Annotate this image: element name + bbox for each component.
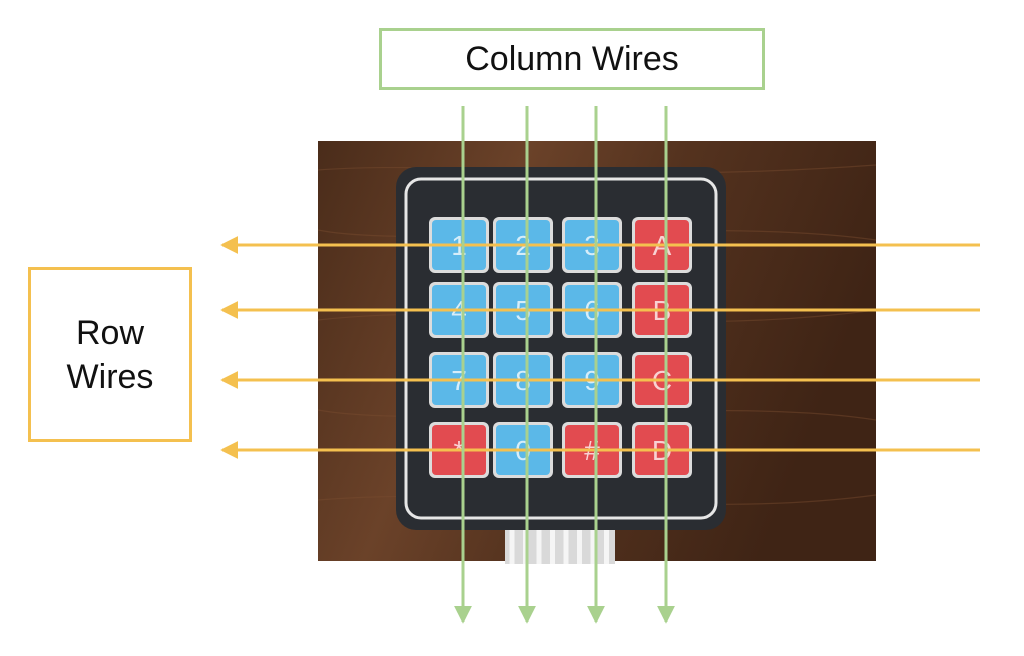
row-wires-label-line1: Row xyxy=(75,313,145,352)
row-wires-label-line2: Wires xyxy=(66,357,154,396)
column-wires-label: Column Wires xyxy=(465,39,679,78)
column-wires-label-box: Column Wires xyxy=(379,28,765,90)
column-wires xyxy=(454,106,675,624)
row-wires xyxy=(220,236,980,459)
row-wires-label-box: Row Wires xyxy=(28,267,192,442)
keypad-border xyxy=(404,177,718,520)
